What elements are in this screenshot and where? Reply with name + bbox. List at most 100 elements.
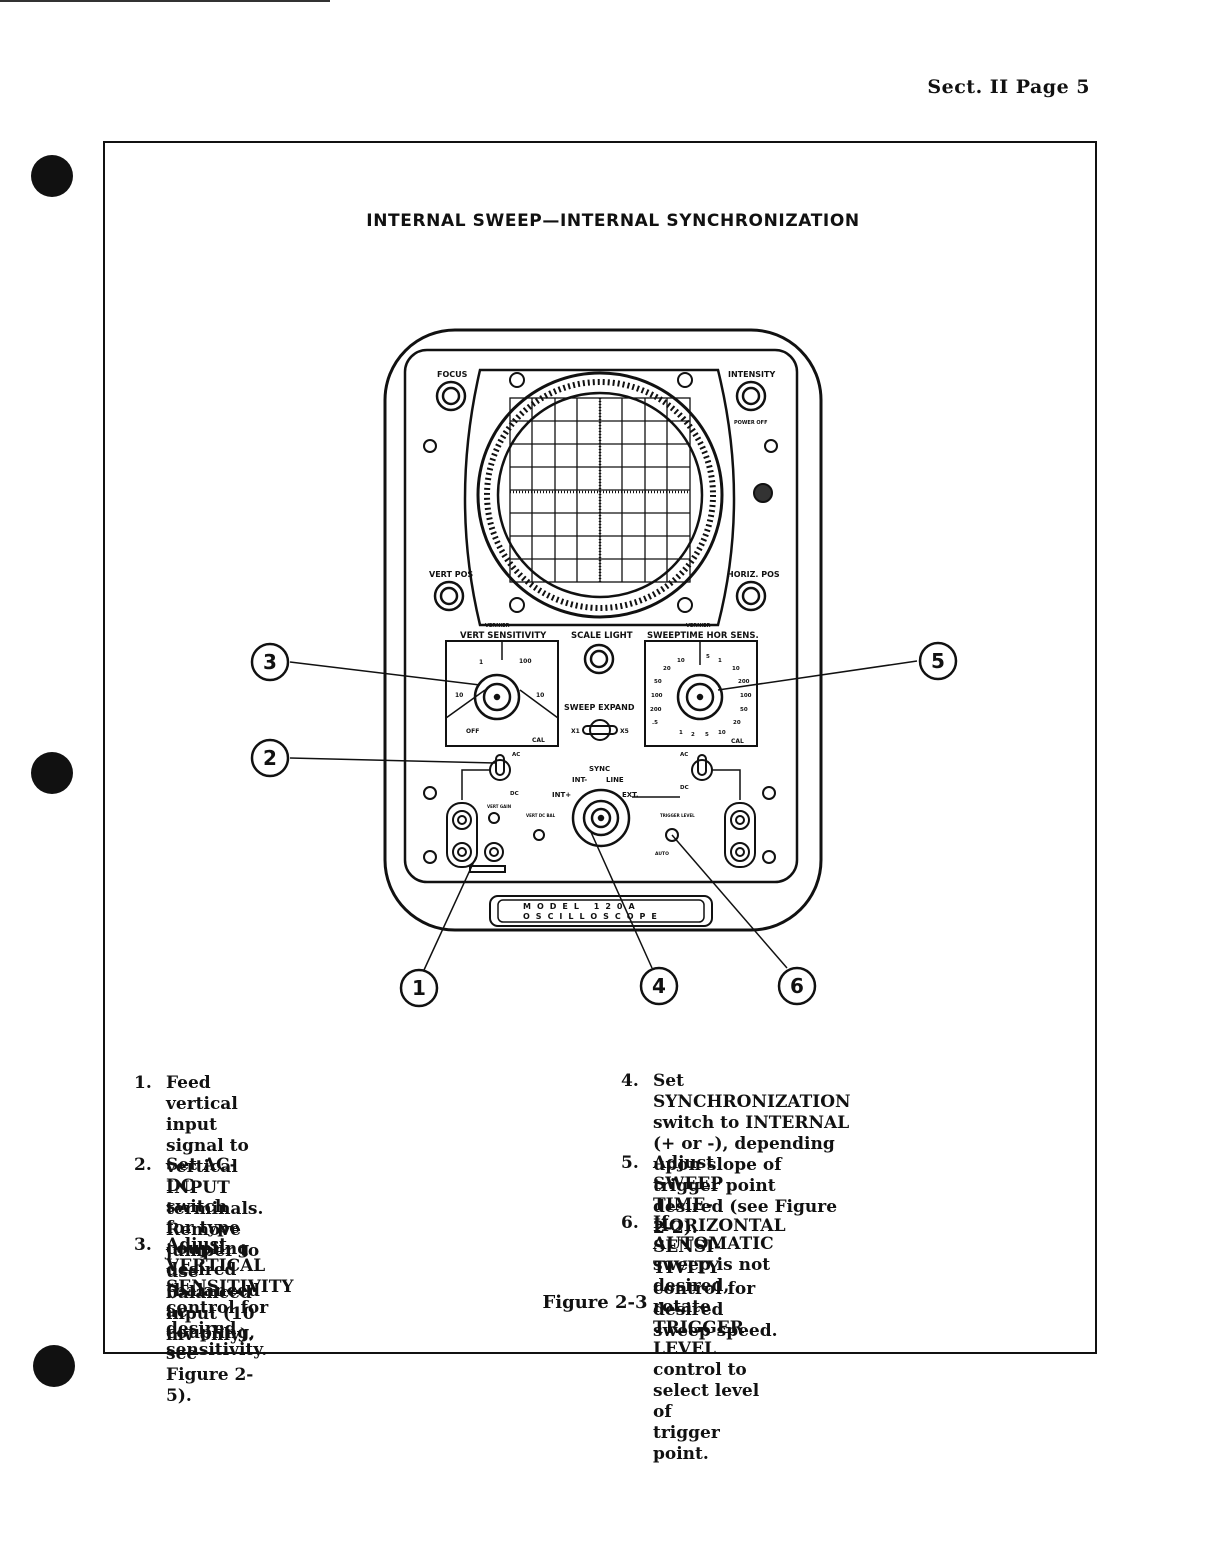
pilot-lamp-icon — [753, 483, 773, 503]
nameplate — [489, 895, 713, 927]
vert-scale-1: 1 — [479, 659, 483, 666]
graticule — [509, 397, 691, 583]
step-line: If AUTOMATIC sweep is not desired, rotat… — [653, 1213, 774, 1317]
step-number: 2. — [134, 1155, 152, 1175]
x5-label: X5 — [620, 728, 629, 735]
step-line: Set AC-DC switch for type coupling desir… — [166, 1155, 250, 1280]
ac-right-label: AC — [680, 752, 688, 758]
dc-right-label: DC — [680, 785, 689, 791]
screw-icon — [762, 850, 776, 864]
vert-scale-10-right: 10 — [536, 692, 544, 699]
step-line: terminals. Remove jumper to use balanced — [166, 1199, 264, 1303]
sweep-scale-bottom: 1 2 5 10 — [679, 730, 726, 738]
vert-dc-bal-adjust — [533, 829, 545, 841]
svg-text:50: 50 — [654, 679, 662, 685]
crt-face — [496, 391, 704, 599]
scale-light-label: SCALE LIGHT — [571, 631, 633, 641]
vert-sensitivity-label: VERT SENSITIVITY — [460, 631, 547, 641]
svg-text:1: 1 — [679, 730, 683, 736]
screw-icon — [423, 439, 437, 453]
step-line: Adjust SWEEP TIME-HORIZONTAL SENSI- — [653, 1153, 786, 1257]
front-panel — [403, 348, 799, 884]
svg-text:100: 100 — [740, 693, 752, 699]
screw-icon — [762, 786, 776, 800]
svg-text:200: 200 — [650, 707, 662, 713]
screw-icon — [764, 439, 778, 453]
trigger-level-knob — [665, 828, 679, 842]
crt-knurl — [484, 379, 716, 611]
sweep-scale-right: 10 200 100 50 20 — [732, 666, 752, 726]
sweeptime-knob — [676, 673, 724, 721]
svg-text:20: 20 — [663, 666, 671, 672]
dc-left-label: DC — [510, 791, 519, 797]
int-plus-label: INT+ — [552, 791, 571, 799]
step-line: (+ or -), depending upon slope of trigge… — [653, 1134, 835, 1196]
callout-6: 6 — [790, 974, 804, 998]
nameplate-oscilloscope: OSCILLOSCOPE — [523, 912, 663, 921]
page-header: Sect. II Page 5 — [927, 76, 1090, 98]
svg-text:50: 50 — [740, 707, 748, 713]
step-number: 6. — [621, 1213, 639, 1233]
sync-label: SYNC — [589, 765, 610, 773]
binder-hole-middle — [31, 752, 73, 794]
figure-title: INTERNAL SWEEP—INTERNAL SYNCHRONIZATION — [366, 211, 860, 231]
intensity-label: INTENSITY — [728, 370, 775, 379]
figure-frame — [103, 141, 1097, 1354]
vert-off-label: OFF — [466, 728, 479, 735]
horiz-input-terminals — [724, 802, 756, 868]
vert-sensitivity-knob — [473, 673, 521, 721]
int-minus-label: INT- — [572, 776, 587, 784]
sweeptime-box — [644, 640, 758, 747]
step-number: 3. — [134, 1235, 152, 1255]
vernier-left-label: VERNIER — [485, 623, 510, 629]
x1-label: X1 — [571, 728, 580, 735]
callouts — [250, 641, 958, 1008]
ac-dc-switch-left — [489, 754, 511, 781]
step-line: TIVITY control for desired sweep speed. — [653, 1258, 778, 1341]
callout-1: 1 — [412, 976, 426, 1000]
svg-text:10: 10 — [718, 730, 726, 736]
intensity-knob — [735, 380, 767, 412]
trigger-level-label: TRIGGER LEVEL — [660, 813, 695, 818]
svg-text:5: 5 — [706, 654, 710, 660]
screw-icon — [677, 597, 693, 613]
step-number: 1. — [134, 1073, 152, 1093]
power-off-label: POWER OFF — [734, 420, 768, 426]
scale-light-knob — [583, 643, 615, 675]
cabinet-outline — [383, 328, 823, 932]
step-number: 4. — [621, 1071, 639, 1091]
binder-hole-bottom — [33, 1345, 75, 1387]
step-line: TRIGGER LEVEL control to select level of — [653, 1318, 760, 1422]
svg-text:2: 2 — [691, 732, 695, 738]
step-line: desired (see Figure 2-2). — [653, 1197, 838, 1238]
vert-scale-10-left: 10 — [455, 692, 463, 699]
vernier-right-label: VERNIER — [686, 623, 711, 629]
vert-gain-label: VERT GAIN — [487, 804, 511, 809]
svg-text:10: 10 — [677, 658, 685, 664]
vert-dc-bal-label: VERT DC BAL — [526, 813, 556, 818]
vert-pos-label: VERT POS — [429, 570, 473, 579]
sweep-expand-switch — [582, 719, 618, 741]
vert-gain-adjust — [488, 812, 500, 824]
svg-text:.5: .5 — [652, 720, 658, 726]
step-line: input (10 mv only). — [166, 1304, 255, 1345]
sweep-cal-label: CAL — [731, 738, 744, 745]
vert-scale-100: 100 — [519, 658, 532, 665]
step-line: (balanced ac coupling, see Figure 2-5). — [166, 1281, 260, 1406]
step-line: Feed vertical input signal to vertical I… — [166, 1073, 249, 1198]
figure-caption: Figure 2-3 — [542, 1292, 648, 1313]
step-line: Adjust VERTICAL SENSITIVITY control for — [166, 1235, 294, 1318]
sweep-scale-left: 20 50 100 200 .5 — [650, 666, 671, 726]
svg-text:1: 1 — [718, 658, 722, 664]
screw-icon — [423, 786, 437, 800]
callout-5: 5 — [931, 649, 945, 673]
svg-text:100: 100 — [651, 693, 663, 699]
horiz-pos-knob — [735, 580, 767, 612]
ac-left-label: AC — [512, 752, 520, 758]
svg-text:200: 200 — [738, 679, 750, 685]
auto-label: AUTO — [655, 851, 669, 857]
svg-text:5: 5 — [705, 732, 709, 738]
focus-label: FOCUS — [437, 370, 468, 379]
step-line: Set SYNCHRONIZATION switch to INTERNAL — [653, 1071, 851, 1133]
